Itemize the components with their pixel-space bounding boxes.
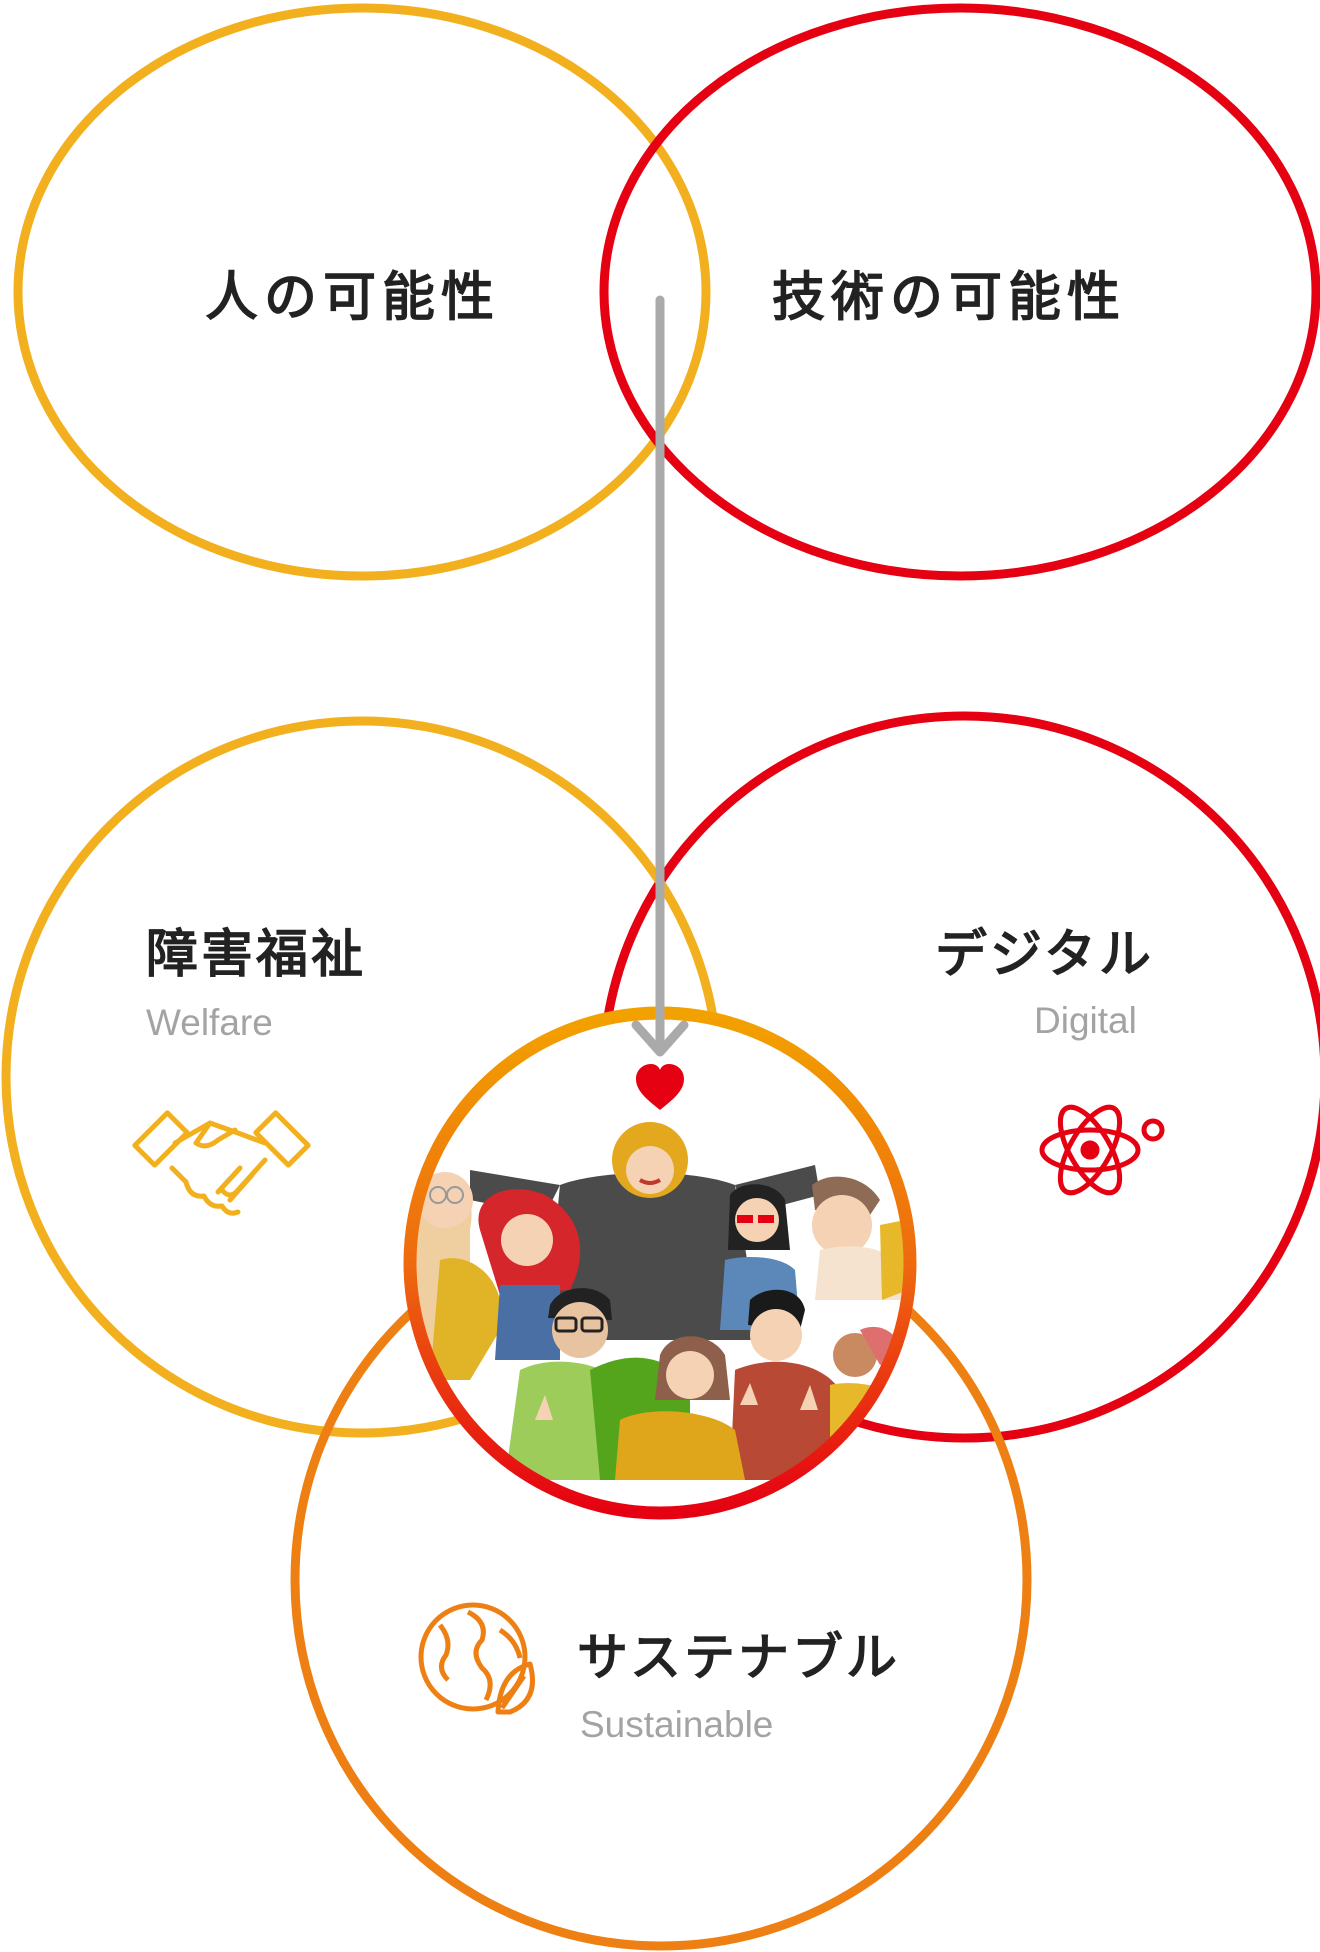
atom-icon: [1039, 1104, 1165, 1196]
arrow-head: [631, 1020, 689, 1057]
tech-potential-label: 技術の可能性: [772, 267, 1126, 328]
sustainable-sublabel: Sustainable: [580, 1704, 774, 1745]
handshake-icon: [132, 1110, 311, 1216]
welfare-sublabel: Welfare: [146, 1002, 273, 1043]
digital-label: デジタル: [935, 925, 1154, 985]
welfare-label: 障害福祉: [146, 925, 367, 985]
globe-leaf-icon: [418, 1602, 535, 1715]
crowd-illustration: [413, 1122, 907, 1480]
human-potential-label: 人の可能性: [205, 267, 500, 328]
digital-sublabel: Digital: [1034, 1000, 1137, 1041]
tech-potential-circle: [599, 3, 1320, 581]
heart-icon: [636, 1064, 684, 1110]
sustainable-label: サステナブル: [577, 1629, 900, 1688]
human-potential-circle: [13, 3, 711, 581]
